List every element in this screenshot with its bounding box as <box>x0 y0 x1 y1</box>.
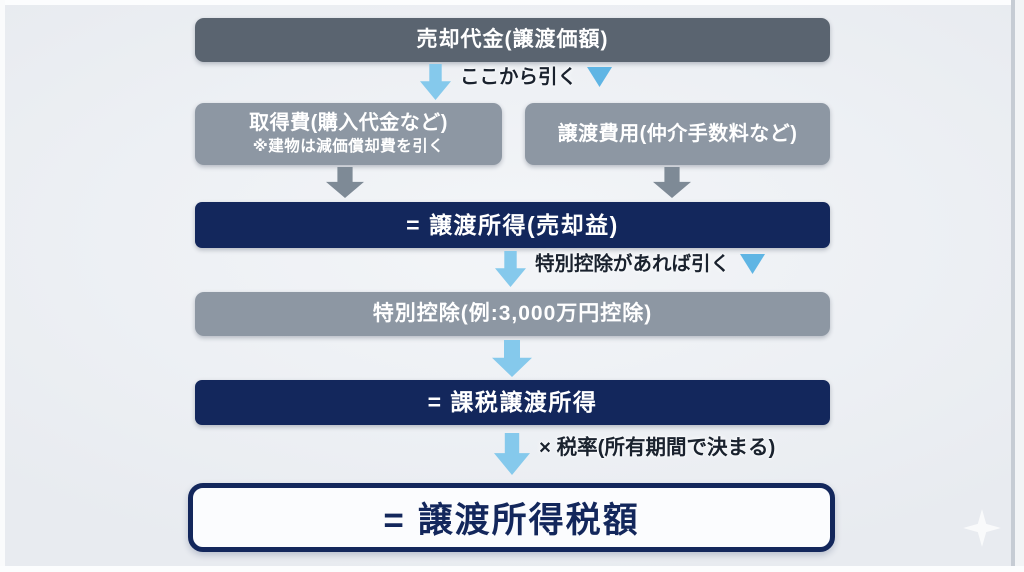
box-transfer-expenses: 譲渡費用(仲介手数料など) <box>525 103 830 165</box>
triangle-down-icon <box>587 67 613 87</box>
triangle-down-icon <box>740 254 766 274</box>
down-arrow-icon <box>495 251 526 287</box>
left-edge <box>0 0 5 572</box>
down-arrow-gray-right-icon <box>653 167 691 198</box>
box-capital-gain: = 譲渡所得(売却益) <box>195 202 830 248</box>
note-special-deduction: 特別控除があれば引く <box>495 251 766 287</box>
box-tax-amount: = 譲渡所得税額 <box>188 483 835 552</box>
box-acquisition-cost: 取得費(購入代金など) ※建物は減価償却費を引く <box>195 103 502 165</box>
down-arrow-icon <box>420 64 451 100</box>
box-special-deduction-label: 特別控除(例:3,000万円控除) <box>372 301 653 325</box>
box-tax-amount-label: = 譲渡所得税額 <box>383 501 640 540</box>
box-special-deduction: 特別控除(例:3,000万円控除) <box>195 292 830 336</box>
sparkle-icon <box>963 509 1001 547</box>
box-transfer-expenses-label: 譲渡費用(仲介手数料など) <box>557 122 798 145</box>
box-taxable-gain-label: = 課税譲渡所得 <box>427 389 598 416</box>
note-subtract-here: ここから引く <box>420 64 613 100</box>
down-arrow-icon <box>492 340 532 377</box>
note-subtract-here-label: ここから引く <box>460 66 578 88</box>
box-taxable-gain: = 課税譲渡所得 <box>195 380 830 425</box>
top-edge <box>0 0 1024 5</box>
right-edge-line <box>1011 0 1015 572</box>
down-arrow-gray-left-icon <box>326 167 364 198</box>
note-tax-rate: × 税率(所有期間で決まる) <box>494 433 775 475</box>
box-sale-price: 売却代金(譲渡価額) <box>195 18 830 62</box>
right-edge-fill <box>1015 0 1024 572</box>
box-acquisition-cost-line2: ※建物は減価償却費を引く <box>252 138 445 156</box>
box-sale-price-label: 売却代金(譲渡価額) <box>416 27 609 51</box>
box-capital-gain-label: = 譲渡所得(売却益) <box>406 211 619 238</box>
down-arrow-icon <box>494 433 530 475</box>
bottom-edge <box>0 566 1024 572</box>
note-tax-rate-label: × 税率(所有期間で決まる) <box>539 436 776 459</box>
box-acquisition-cost-line1: 取得費(購入代金など) <box>249 112 448 135</box>
note-special-deduction-label: 特別控除があれば引く <box>535 253 731 275</box>
